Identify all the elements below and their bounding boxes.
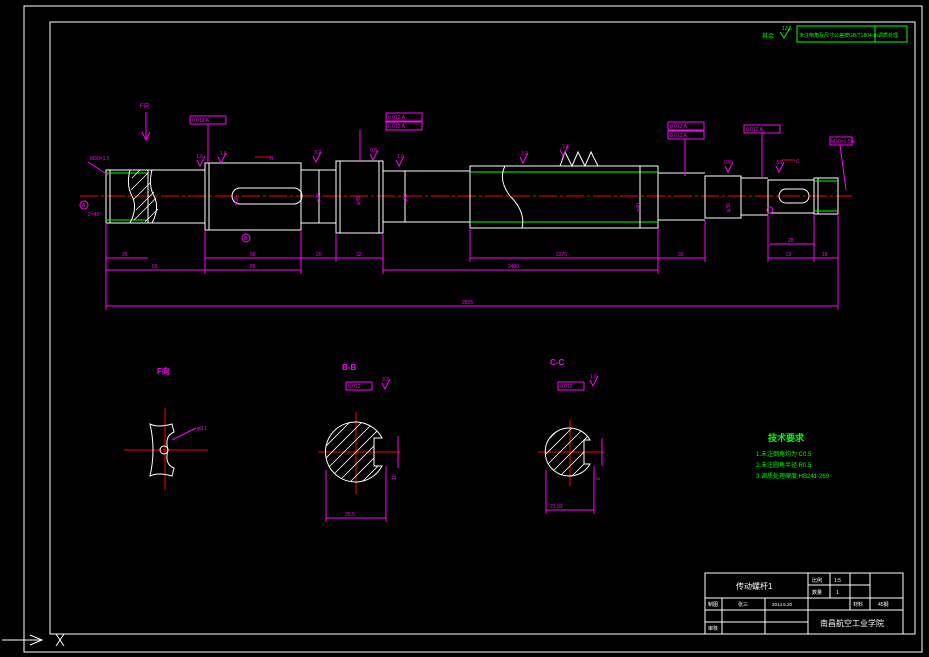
c-c-title: C-C bbox=[550, 358, 564, 367]
svg-text:0.012: 0.012 bbox=[560, 384, 573, 390]
svg-text:23: 23 bbox=[786, 252, 792, 258]
svg-text:材料: 材料 bbox=[853, 601, 863, 608]
tol-frame-3: 0.012 A 0.012 A bbox=[667, 121, 705, 140]
svg-text:M30×1.5-6: M30×1.5-6 bbox=[831, 139, 855, 145]
svg-text:φ36: φ36 bbox=[234, 196, 240, 205]
svg-text:比例: 比例 bbox=[812, 577, 822, 584]
roughness-note: 其余 12.5 未注倒角及尺寸公差按GB/T1804-m 调质处理 bbox=[762, 25, 908, 43]
svg-text:58: 58 bbox=[250, 252, 256, 258]
svg-text:0.012 A: 0.012 A bbox=[746, 127, 764, 133]
svg-text:审核: 审核 bbox=[708, 625, 718, 632]
svg-text:φ40: φ40 bbox=[636, 203, 642, 212]
tol-frame-4: 0.012 A bbox=[743, 124, 781, 134]
svg-text:1.6: 1.6 bbox=[196, 154, 203, 160]
svg-text:1: 1 bbox=[836, 590, 839, 596]
svg-text:3.2: 3.2 bbox=[776, 160, 783, 166]
f-view-marker: F向 bbox=[140, 102, 150, 110]
b-b-section: B-B 0.012 3.2 35.5 10 bbox=[318, 363, 400, 522]
tech-requirements: 技术要求 1.未注倒角均为 C0.5 2.未注圆角半径 R0.5 3.调质处理硬… bbox=[756, 432, 830, 480]
svg-text:制图: 制图 bbox=[708, 601, 718, 608]
svg-text:32: 32 bbox=[356, 252, 362, 258]
roughness-value: 12.5 bbox=[782, 26, 792, 32]
svg-text:张三: 张三 bbox=[738, 601, 748, 608]
svg-text:0.012 A: 0.012 A bbox=[192, 118, 210, 124]
svg-text:0.012 A: 0.012 A bbox=[670, 133, 688, 139]
svg-text:0.8: 0.8 bbox=[724, 160, 731, 166]
school-name: 南昌航空工业学院 bbox=[820, 618, 884, 628]
svg-text:0.012 A: 0.012 A bbox=[670, 124, 688, 130]
c-width-dim: 23.93 bbox=[550, 504, 563, 510]
total-length: 2825 bbox=[462, 300, 473, 306]
diameter-labels: φ36 φ42 φ45 φ50 φ40 φ30 bbox=[234, 193, 732, 212]
svg-text:φ45: φ45 bbox=[356, 196, 362, 205]
svg-text:B: B bbox=[244, 236, 248, 242]
b-section-markers: B B C bbox=[241, 156, 800, 243]
scale-value: 1:5 bbox=[834, 578, 841, 584]
b-width-dim: 35.5 bbox=[345, 512, 355, 518]
svg-text:85: 85 bbox=[250, 264, 256, 270]
svg-text:30: 30 bbox=[678, 252, 684, 258]
svg-text:B: B bbox=[270, 156, 274, 162]
svg-text:φ30: φ30 bbox=[726, 203, 732, 212]
tol-frame-1: 0.012 A bbox=[189, 115, 227, 125]
c-c-section: C-C 0.012 1.6 23.93 8 bbox=[538, 358, 604, 514]
svg-text:2270: 2270 bbox=[556, 252, 567, 258]
svg-text:2400: 2400 bbox=[508, 264, 519, 270]
roughness-note-text: 未注倒角及尺寸公差按GB/T1804-m bbox=[799, 32, 878, 39]
svg-text:0.012 A: 0.012 A bbox=[388, 115, 406, 121]
svg-text:18: 18 bbox=[822, 252, 828, 258]
svg-text:8: 8 bbox=[596, 477, 602, 480]
tech-req-item: 2.未注圆角半径 R0.5 bbox=[756, 461, 812, 469]
svg-text:φ50: φ50 bbox=[403, 193, 409, 202]
svg-text:0.8: 0.8 bbox=[370, 148, 377, 154]
shaft-main-view bbox=[80, 150, 852, 234]
svg-text:10: 10 bbox=[392, 474, 398, 480]
svg-text:1.6: 1.6 bbox=[590, 374, 597, 380]
left-end-labels: M30×1.5 2×45° A F向 bbox=[79, 102, 151, 218]
svg-text:1.6: 1.6 bbox=[220, 151, 227, 157]
svg-text:φ42: φ42 bbox=[316, 193, 322, 202]
roughness-extra: 调质处理 bbox=[878, 32, 898, 39]
svg-text:2014.5.20: 2014.5.20 bbox=[772, 602, 793, 607]
roughness-marks: 1.6 1.6 3.2 0.8 1.6 3.2 1.6 0.8 3.2 bbox=[196, 144, 785, 174]
outer-frame bbox=[23, 5, 923, 653]
svg-text:20: 20 bbox=[316, 252, 322, 258]
tech-req-item: 1.未注倒角均为 C0.5 bbox=[756, 450, 812, 458]
tolerance-frames: 0.012 A 0.012 A 0.012 A 0.012 A 0.012 A … bbox=[189, 112, 855, 191]
left-chamfer-label: 2×45° bbox=[88, 212, 101, 218]
left-thread-label: M30×1.5 bbox=[90, 156, 110, 162]
svg-text:C: C bbox=[796, 159, 800, 165]
svg-text:1.6: 1.6 bbox=[562, 144, 569, 150]
part-name: 传动螺杆1 bbox=[736, 581, 773, 591]
f-view-title: F向 bbox=[157, 366, 170, 376]
svg-text:0.012: 0.012 bbox=[348, 384, 361, 390]
tech-req-item: 3.调质处理硬度 HB241-269 bbox=[756, 472, 830, 480]
dimension-lines: 26 65 58 85 20 32 2270 2400 30 28 23 18 … bbox=[105, 214, 839, 310]
svg-text:3.2: 3.2 bbox=[382, 377, 389, 383]
svg-text:28: 28 bbox=[788, 238, 794, 244]
b-b-title: B-B bbox=[342, 363, 356, 372]
svg-text:65: 65 bbox=[152, 264, 158, 270]
svg-text:3.2: 3.2 bbox=[521, 151, 528, 157]
f-view: F向 φ8.1 bbox=[124, 366, 208, 490]
title-block: 传动螺杆1 比例 1:5 数量 1 制图 张三 2014.5.20 材料 45钢… bbox=[704, 572, 904, 635]
datum-a: A bbox=[82, 203, 86, 209]
inner-frame bbox=[49, 21, 916, 635]
svg-text:0.012 A: 0.012 A bbox=[388, 124, 406, 130]
tol-frame-5: M30×1.5-6 bbox=[829, 136, 855, 146]
tech-req-title: 技术要求 bbox=[768, 432, 805, 443]
tol-frame-2: 0.012 A 0.012 A bbox=[385, 112, 423, 131]
svg-text:数量: 数量 bbox=[812, 589, 822, 596]
f-hole-dim: φ8.1 bbox=[197, 426, 207, 432]
material-value: 45钢 bbox=[878, 601, 889, 608]
ucs-icon bbox=[2, 633, 65, 647]
roughness-label: 其余 bbox=[762, 32, 774, 40]
svg-text:3.2: 3.2 bbox=[314, 150, 321, 156]
svg-text:1.6: 1.6 bbox=[397, 154, 404, 160]
svg-text:26: 26 bbox=[122, 252, 128, 258]
